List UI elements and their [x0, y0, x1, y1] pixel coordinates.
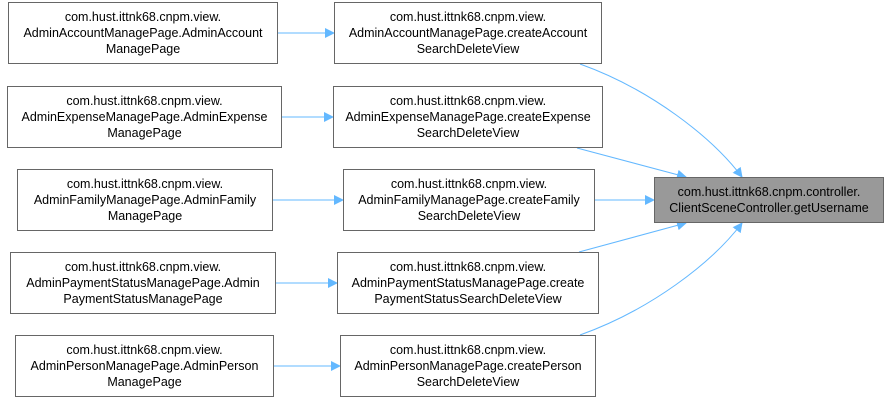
- source-node-admin-expense-manage-page[interactable]: com.hust.ittnk68.cnpm.view. AdminExpense…: [7, 86, 282, 148]
- node-line: ManagePage: [107, 209, 183, 223]
- caller-node-create-person[interactable]: com.hust.ittnk68.cnpm.view. AdminPersonM…: [340, 335, 596, 397]
- node-line: com.hust.ittnk68.cnpm.view.: [389, 343, 547, 357]
- node-line: com.hust.ittnk68.cnpm.view.: [66, 177, 224, 191]
- node-line: AdminFamilyManagePage.AdminFamily: [33, 193, 257, 207]
- edge-caller-to-target: [576, 147, 687, 180]
- source-node-admin-payment-status-manage-page[interactable]: com.hust.ittnk68.cnpm.view. AdminPayment…: [10, 252, 276, 314]
- edge-caller-to-target: [579, 222, 743, 336]
- node-line: AdminPaymentStatusManagePage.create: [351, 276, 585, 290]
- source-node-admin-account-manage-page[interactable]: com.hust.ittnk68.cnpm.view. AdminAccount…: [8, 2, 278, 64]
- node-line: PaymentStatusSearchDeleteView: [374, 292, 562, 306]
- node-line: AdminExpenseManagePage.createExpense: [345, 110, 591, 124]
- node-line: AdminPersonManagePage.AdminPerson: [30, 359, 259, 373]
- node-line: ManagePage: [105, 42, 181, 56]
- node-line: AdminExpenseManagePage.AdminExpense: [21, 110, 268, 124]
- node-line: SearchDeleteView: [416, 126, 520, 140]
- caller-node-create-payment-status[interactable]: com.hust.ittnk68.cnpm.view. AdminPayment…: [337, 252, 599, 314]
- node-line: ManagePage: [107, 126, 182, 140]
- node-line: AdminFamilyManagePage.createFamily: [358, 193, 580, 207]
- target-node-getusername[interactable]: com.hust.ittnk68.cnpm.controller. Client…: [654, 177, 884, 223]
- node-line: AdminPersonManagePage.createPerson: [354, 359, 582, 373]
- node-line: SearchDeleteView: [416, 42, 520, 56]
- node-line: SearchDeleteView: [417, 209, 521, 223]
- node-line: AdminAccountManagePage.AdminAccount: [23, 26, 263, 40]
- target-node-line: ClientSceneController.getUsername: [669, 201, 869, 215]
- node-line: AdminAccountManagePage.createAccount: [348, 26, 588, 40]
- node-line: com.hust.ittnk68.cnpm.view.: [64, 10, 222, 24]
- source-node-admin-person-manage-page[interactable]: com.hust.ittnk68.cnpm.view. AdminPersonM…: [15, 335, 274, 397]
- node-line: ManagePage: [107, 375, 182, 389]
- node-line: com.hust.ittnk68.cnpm.view.: [66, 343, 223, 357]
- edge-caller-to-target: [578, 220, 687, 253]
- node-line: com.hust.ittnk68.cnpm.view.: [390, 177, 548, 191]
- node-line: com.hust.ittnk68.cnpm.view.: [66, 94, 223, 108]
- target-node-line: com.hust.ittnk68.cnpm.controller.: [677, 185, 861, 199]
- edge-caller-to-target: [579, 63, 743, 178]
- node-line: com.hust.ittnk68.cnpm.view.: [389, 94, 547, 108]
- node-line: com.hust.ittnk68.cnpm.view.: [64, 260, 222, 274]
- caller-node-create-expense[interactable]: com.hust.ittnk68.cnpm.view. AdminExpense…: [333, 86, 603, 148]
- caller-node-create-account[interactable]: com.hust.ittnk68.cnpm.view. AdminAccount…: [334, 2, 602, 64]
- node-line: PaymentStatusManagePage: [63, 292, 223, 306]
- source-node-admin-family-manage-page[interactable]: com.hust.ittnk68.cnpm.view. AdminFamilyM…: [17, 169, 273, 231]
- node-line: SearchDeleteView: [416, 375, 520, 389]
- node-line: com.hust.ittnk68.cnpm.view.: [389, 10, 547, 24]
- caller-node-create-family[interactable]: com.hust.ittnk68.cnpm.view. AdminFamilyM…: [343, 169, 595, 231]
- node-line: com.hust.ittnk68.cnpm.view.: [389, 260, 547, 274]
- node-line: AdminPaymentStatusManagePage.Admin: [26, 276, 260, 290]
